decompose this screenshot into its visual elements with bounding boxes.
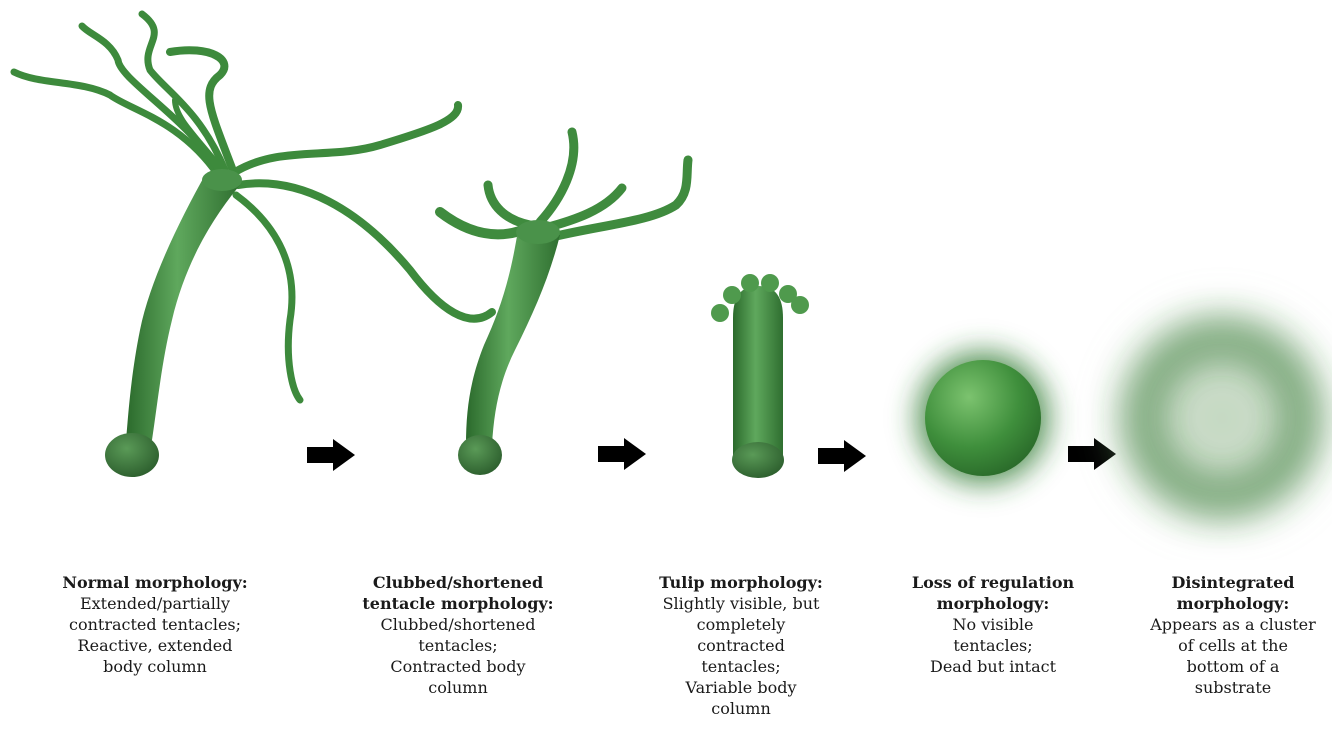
caption-clubbed-morphology: Clubbed/shortened tentacle morphology: C… bbox=[353, 572, 563, 698]
stage-title: Loss of regulation bbox=[888, 572, 1098, 593]
stage-desc-line: body column bbox=[50, 656, 260, 677]
disintegrated-cluster-illustration bbox=[1104, 300, 1332, 536]
stage-title: Normal morphology: bbox=[50, 572, 260, 593]
stage-title: Disintegrated bbox=[1128, 572, 1332, 593]
stage-desc-line: Appears as a cluster bbox=[1128, 614, 1332, 635]
hydra-morphology-figure bbox=[0, 0, 1332, 560]
stage-desc-line: substrate bbox=[1128, 677, 1332, 698]
clubbed-hydra-illustration bbox=[440, 132, 688, 475]
stage-desc-line: contracted tentacles; bbox=[50, 614, 260, 635]
stage-desc-line: Extended/partially bbox=[50, 593, 260, 614]
stage-desc-line: column bbox=[636, 698, 846, 719]
stage-desc-line: No visible bbox=[888, 614, 1098, 635]
normal-hydra-illustration bbox=[14, 14, 492, 477]
stage-desc-line: tentacles; bbox=[888, 635, 1098, 656]
stage-desc-line: completely bbox=[636, 614, 846, 635]
stage-desc-line: Variable body bbox=[636, 677, 846, 698]
stage-desc-line: column bbox=[353, 677, 563, 698]
stage-desc-line: Dead but intact bbox=[888, 656, 1098, 677]
stage-desc-line: Slightly visible, but bbox=[636, 593, 846, 614]
stage-desc-line: tentacles; bbox=[353, 635, 563, 656]
stage-desc-line: bottom of a bbox=[1128, 656, 1332, 677]
stage-title: morphology: bbox=[1128, 593, 1332, 614]
stage-title: morphology: bbox=[888, 593, 1098, 614]
stage-desc-line: Clubbed/shortened bbox=[353, 614, 563, 635]
stage-desc-line: Reactive, extended bbox=[50, 635, 260, 656]
caption-loss-of-regulation-morphology: Loss of regulation morphology: No visibl… bbox=[888, 572, 1098, 677]
stage-desc-line: Contracted body bbox=[353, 656, 563, 677]
arrow-right-icon bbox=[307, 439, 355, 471]
stage-desc-line: of cells at the bbox=[1128, 635, 1332, 656]
arrow-right-icon bbox=[598, 438, 646, 470]
tulip-hydra-illustration bbox=[711, 274, 809, 478]
caption-disintegrated-morphology: Disintegrated morphology: Appears as a c… bbox=[1128, 572, 1332, 698]
stage-title: Tulip morphology: bbox=[636, 572, 846, 593]
stage-title: Clubbed/shortened bbox=[353, 572, 563, 593]
stage-title: tentacle morphology: bbox=[353, 593, 563, 614]
stage-desc-line: tentacles; bbox=[636, 656, 846, 677]
loss-of-regulation-illustration bbox=[901, 336, 1065, 500]
caption-normal-morphology: Normal morphology: Extended/partially co… bbox=[50, 572, 260, 677]
stage-desc-line: contracted bbox=[636, 635, 846, 656]
arrow-right-icon bbox=[818, 440, 866, 472]
caption-tulip-morphology: Tulip morphology: Slightly visible, but … bbox=[636, 572, 846, 719]
